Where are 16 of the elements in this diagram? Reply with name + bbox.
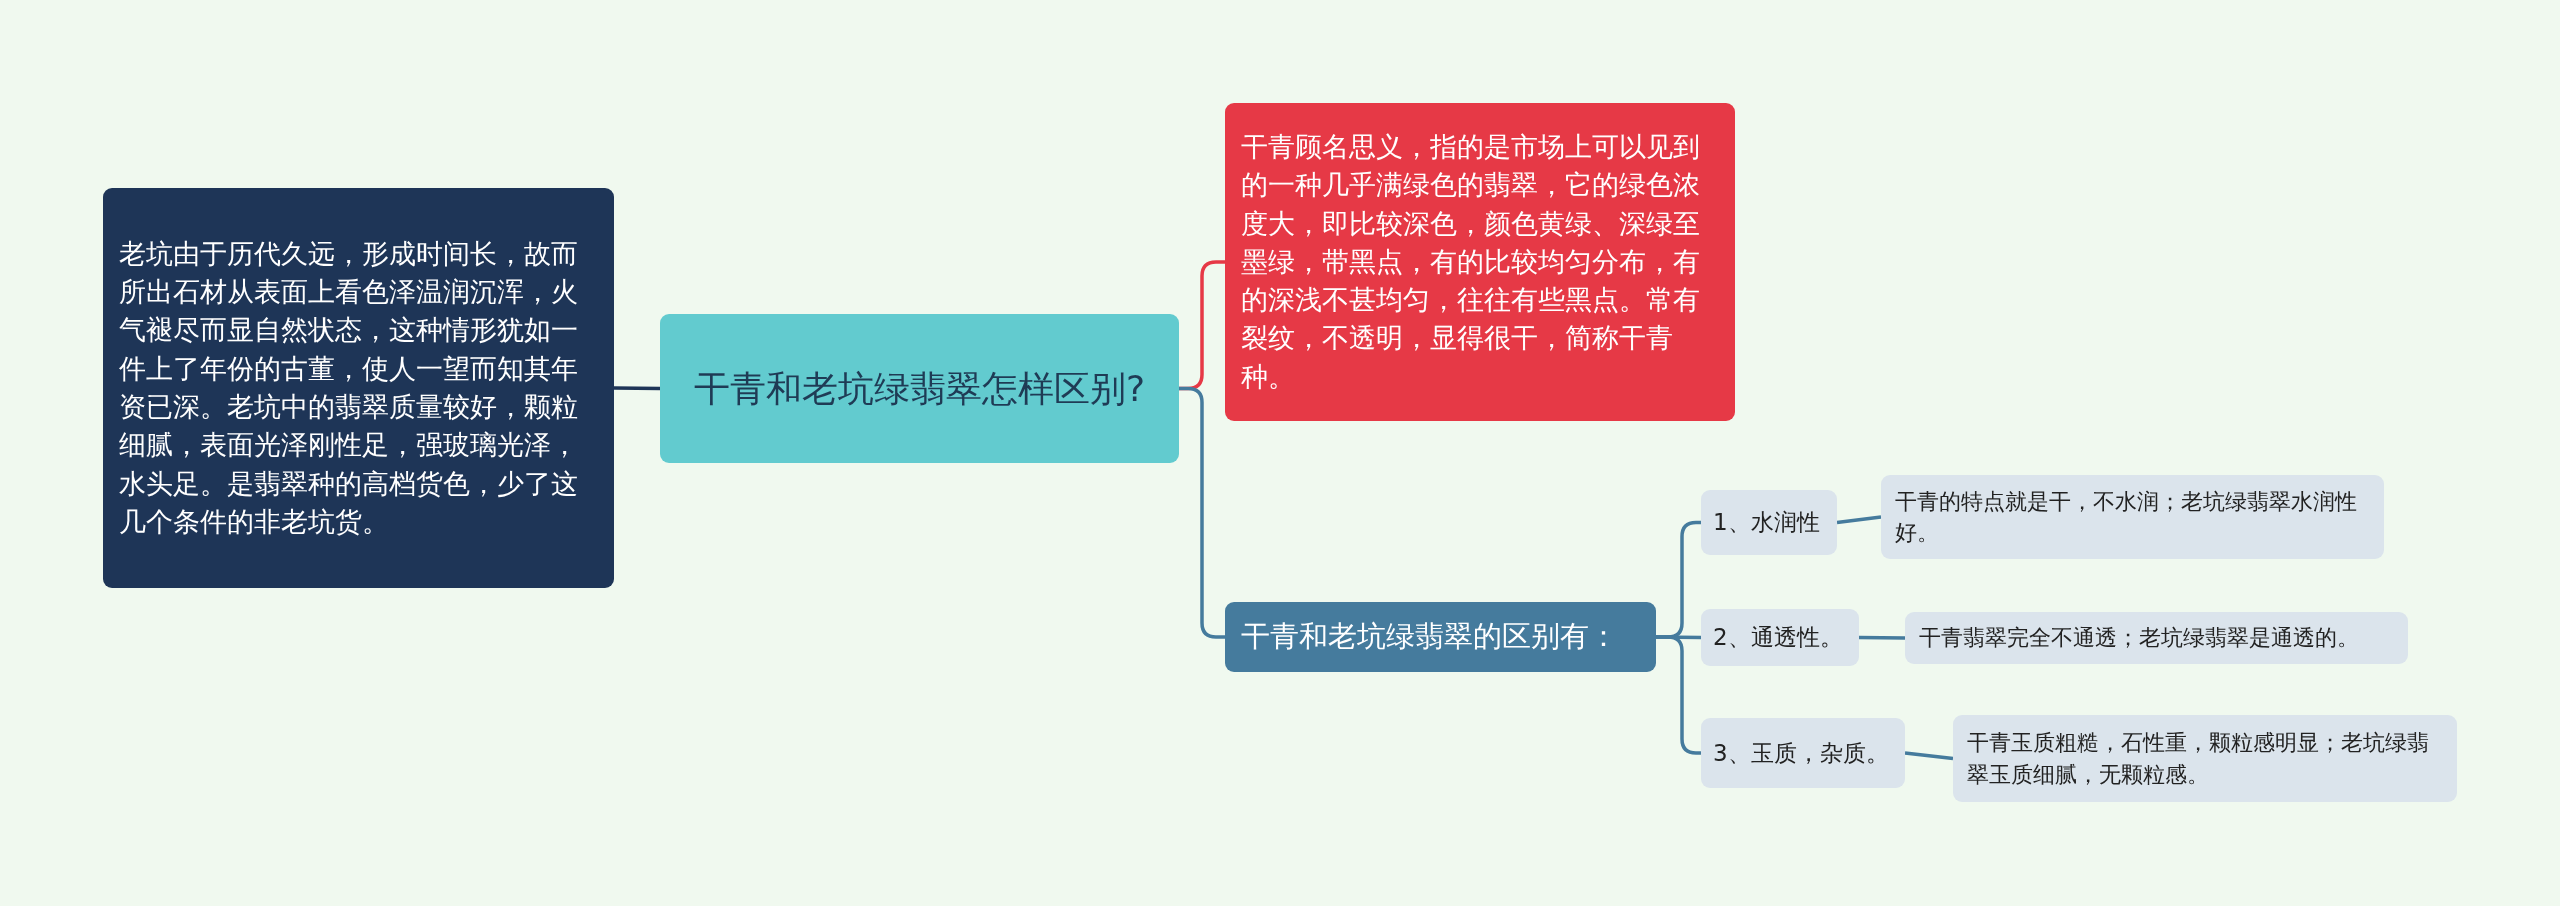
text-box: 干青玉质粗糙，石性重，颗粒感明显；老坑绿翡翠玉质细腻，无颗粒感。 [1953, 715, 2457, 802]
item-box: 3、玉质，杂质。 [1701, 718, 1905, 788]
topic-box: 干青和老坑绿翡翠怎样区别? [660, 314, 1179, 463]
item-box: 1、水润性 [1701, 490, 1837, 555]
text-box: 干青顾名思义，指的是市场上可以见到的一种几乎满绿色的翡翠，它的绿色浓度大，即比较深色，颜色黄绿、深绿至墨绿，带黑点，有的比较均匀分布，有的深浅不甚均匀，往往有些黑点。常有裂纹，不透明，显得很干，简称干青种。 [1225, 103, 1735, 421]
connector-line [1179, 386, 1225, 639]
text-box: 干青翡翠完全不通透；老坑绿翡翠是通透的。 [1905, 612, 2408, 664]
connector-line [1859, 635, 1905, 640]
text-box: 老坑由于历代久远，形成时间长，故而所出石材从表面上看色泽温润沉浑，火气褪尽而显自然状态，这种情形犹如一件上了年份的古董，使人一望而知其年资已深。老坑中的翡翠质量较好，颗粒细腻，表面光泽刚性足，强玻璃光泽，水头足。是翡翠种的高档货色，少了这几个条件的非老坑货。 [103, 188, 614, 588]
item-box: 2、通透性。 [1701, 609, 1859, 666]
text-box: 干青的特点就是干，不水润；老坑绿翡翠水润性好。 [1881, 475, 2384, 559]
connector-line [614, 386, 660, 391]
connector-line [1836, 515, 1882, 525]
connector-line [1904, 751, 1954, 761]
connector-line [1656, 635, 1701, 755]
subtopic-box: 干青和老坑绿翡翠的区别有： [1225, 602, 1656, 672]
